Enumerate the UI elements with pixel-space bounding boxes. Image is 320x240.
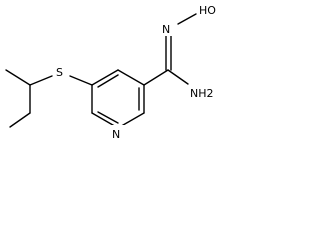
bond-ring-n1-c6-inner	[97, 111, 119, 124]
ring-nitrogen-label-bg	[110, 125, 126, 141]
amine-label: NH2	[190, 87, 214, 100]
bond-ring-c3-c2	[91, 69, 119, 86]
sulfur-label-bg	[54, 63, 68, 79]
bond-sulfur-ring	[69, 75, 93, 86]
bond-ring-amidine	[143, 69, 169, 86]
oxime-nitrogen-label-bg	[160, 20, 176, 36]
bond-methyl-ch	[5, 69, 31, 86]
hydroxyl-label: HO	[199, 4, 216, 17]
bond-n-oxygen	[177, 13, 197, 25]
molecule-drawing: S N N HO NH2	[5, 4, 216, 141]
bond-ethyl-methyl	[9, 112, 31, 128]
bond-ch-sulfur	[29, 75, 53, 86]
bond-ring-c3-c2-inner	[97, 74, 119, 88]
sulfur-atom-label: S	[56, 66, 63, 79]
ring-nitrogen-atom-label: N	[112, 128, 120, 141]
bond-ring-c4-c3	[117, 69, 145, 86]
structure-diagram: S N N HO NH2	[5, 4, 217, 141]
bond-amidine-nh2	[167, 69, 189, 85]
oxime-nitrogen-atom-label: N	[162, 23, 170, 36]
